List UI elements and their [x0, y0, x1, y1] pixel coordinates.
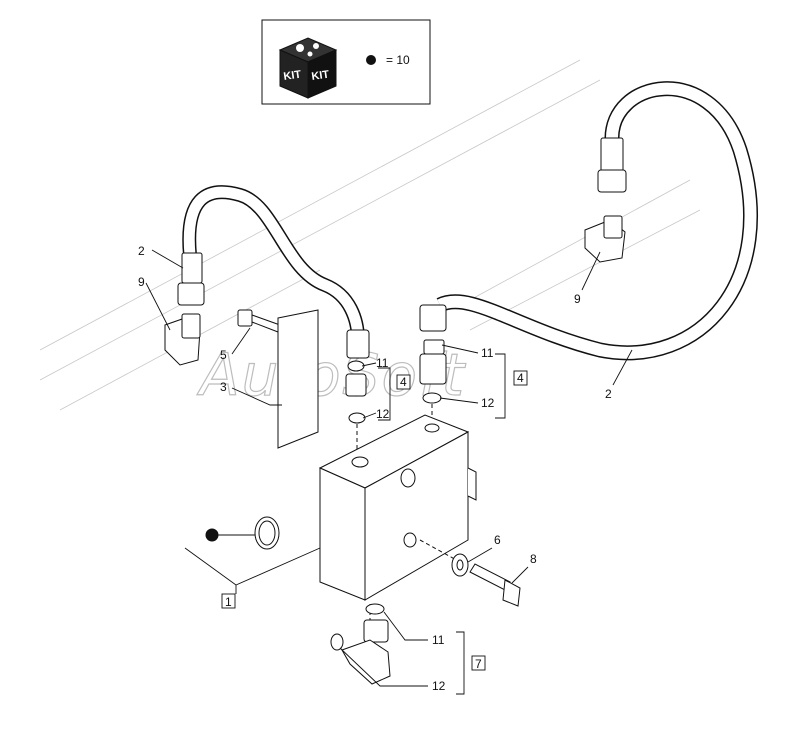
callout-11-bottom: 11	[432, 633, 445, 647]
kit-icon: KIT KIT	[278, 37, 338, 99]
right-hose-lower-nut	[419, 304, 447, 332]
kit-equals-text: = 10	[386, 53, 410, 67]
callout-8: 8	[530, 552, 537, 566]
callout-12-bottom: 12	[432, 679, 446, 693]
right-hose-ferrule	[600, 137, 624, 173]
kit-legend-box: KIT KIT = 10	[261, 19, 431, 105]
right-hose-nut	[597, 169, 627, 193]
bullet-dot-icon	[366, 55, 376, 65]
bottom-elbow-7	[341, 639, 391, 685]
callout-boxes	[221, 370, 528, 671]
valve-block-1	[318, 414, 477, 601]
parts-drawing	[164, 81, 758, 685]
callout-2-left: 2	[138, 244, 145, 258]
callout-9-left: 9	[138, 275, 145, 289]
kit-label-right: KIT	[311, 69, 330, 83]
kit-bullet-dot-icon	[205, 528, 219, 542]
leader-lines	[145, 249, 633, 695]
callout-11-left: 11	[376, 356, 389, 370]
left-hose-lower-nut	[346, 329, 370, 359]
plate-3	[277, 309, 319, 449]
callout-11-right: 11	[481, 346, 494, 360]
bolt-5	[237, 309, 253, 327]
callout-5: 5	[220, 348, 227, 362]
callout-2-right: 2	[605, 387, 612, 401]
bottom-seal-11	[365, 603, 385, 615]
right-seal-12	[422, 392, 442, 404]
callout-4-right: 4	[517, 371, 524, 385]
left-hose-nut	[177, 282, 205, 306]
callout-12-right: 12	[481, 396, 495, 410]
right-adapter-4	[419, 353, 447, 385]
left-hose	[182, 185, 365, 341]
left-hose-ferrule	[181, 252, 203, 284]
callout-4-left: 4	[400, 375, 407, 389]
left-adapter-4	[345, 373, 367, 397]
left-seal-11	[347, 360, 365, 372]
left-seal-12	[348, 412, 366, 424]
right-long-hose	[437, 82, 757, 359]
bolt-8	[469, 563, 511, 591]
kit-label-left: KIT	[283, 69, 302, 83]
callout-3: 3	[220, 380, 227, 394]
callout-9-right: 9	[574, 292, 581, 306]
callout-1: 1	[225, 595, 232, 609]
bottom-seal-12	[330, 633, 344, 651]
callout-12-left: 12	[376, 407, 390, 421]
callout-7: 7	[475, 657, 482, 671]
callout-6: 6	[494, 533, 501, 547]
